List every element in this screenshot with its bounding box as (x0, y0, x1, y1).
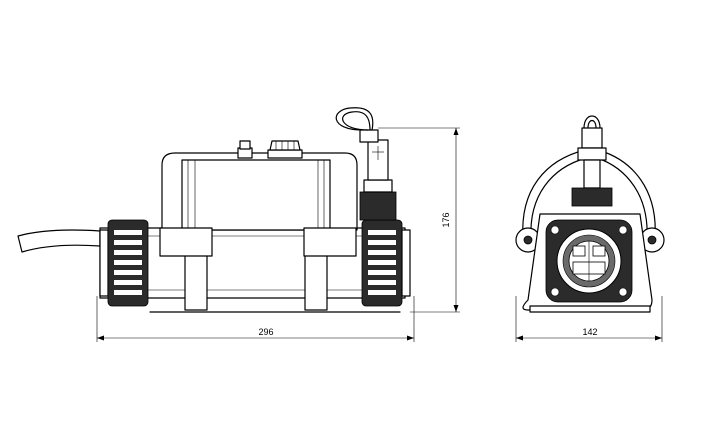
width-front-dimension-label: 296 (258, 327, 273, 337)
right-union-nut (361, 219, 411, 307)
width-side-dimension-label: 142 (582, 327, 597, 337)
flow-switch (335, 107, 397, 221)
front-view (17, 107, 411, 313)
dimension-width-front: 296 (96, 296, 415, 342)
side-view (515, 115, 665, 313)
thermostat-knob (237, 140, 303, 159)
power-cable (17, 229, 101, 253)
side-top-fitting (571, 127, 613, 207)
control-housing (159, 152, 358, 257)
side-cable-arch (522, 115, 656, 239)
height-dimension-label: 176 (441, 212, 451, 227)
dimension-width-side: 142 (515, 296, 663, 342)
side-ears (515, 227, 665, 253)
mounting-feet (149, 254, 401, 313)
dimension-height: 176 (378, 127, 460, 313)
left-union-nut (99, 219, 149, 307)
side-union-face (545, 219, 633, 303)
